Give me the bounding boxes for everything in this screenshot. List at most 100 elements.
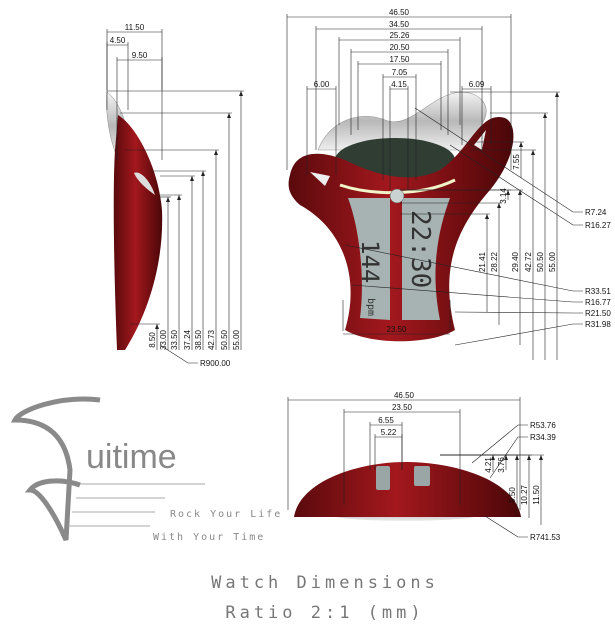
dimension-label: 33.50	[170, 329, 179, 350]
footer-subtitle: Ratio 2:1 (mm)	[225, 603, 424, 623]
front-vent-left	[310, 172, 330, 186]
dimension-label: 6.09	[469, 80, 485, 89]
dimension-label: 46.50	[394, 391, 415, 400]
dimension-label: R16.27	[585, 221, 611, 230]
dimension-label: 55.00	[232, 329, 241, 350]
dimension-label: 23.50	[392, 403, 413, 412]
front-watch-body	[288, 116, 514, 342]
dimension-label: 8.50	[148, 332, 157, 348]
arrowhead	[214, 150, 218, 155]
radius-leader-line	[489, 436, 528, 479]
arrowhead	[555, 92, 559, 97]
dimension-label: 20.50	[389, 43, 410, 52]
logo-brand-text: uitime	[86, 438, 177, 476]
bottom-screen-right	[414, 466, 430, 486]
logo-g-glyph	[10, 396, 101, 542]
dimension-label: 17.50	[389, 55, 410, 64]
dimension-label: 4.21	[484, 457, 493, 473]
arrowhead	[543, 113, 547, 118]
radius-leader-line	[159, 344, 198, 364]
dimension-label: R741.53	[530, 533, 561, 542]
dimension-label: 4.50	[110, 36, 126, 45]
dimension-label: R900.00	[200, 359, 231, 368]
side-view	[106, 91, 163, 350]
front-view: 22:30 144 bpm	[288, 91, 514, 342]
arrowhead	[519, 142, 523, 147]
arrowhead	[497, 203, 501, 208]
dimension-label: 9.50	[132, 51, 148, 60]
arrowhead	[190, 176, 194, 181]
dimension-label: 7.55	[512, 154, 521, 170]
arrowhead	[518, 190, 522, 195]
dimension-label: 29.40	[511, 251, 520, 272]
arrowhead	[227, 113, 231, 118]
dimension-label: 50.50	[536, 251, 545, 272]
arrowhead	[504, 455, 508, 460]
display-unit: bpm	[365, 298, 376, 316]
dimension-label: R7.24	[585, 208, 607, 217]
bottom-watch-body	[294, 462, 521, 517]
radius-leader-line	[484, 515, 528, 538]
radius-leader-line	[414, 107, 583, 213]
dimension-label: 3.14	[499, 188, 508, 204]
arrowhead	[239, 91, 243, 96]
dimension-label: 46.50	[389, 8, 410, 17]
logo-tagline-1: Rock Your Life	[170, 509, 282, 520]
dimension-label: 50.50	[220, 329, 229, 350]
dimension-label: R34.39	[530, 433, 556, 442]
display-pulse: 144	[356, 240, 384, 283]
dimension-label: 11.50	[532, 485, 541, 505]
bottom-view	[294, 462, 521, 521]
dimension-label: 33.00	[159, 329, 168, 350]
dimension-label: 21.41	[478, 251, 487, 272]
radius-leader-line	[471, 424, 528, 464]
dimension-label: R33.51	[585, 287, 611, 296]
dimension-label: 38.50	[194, 329, 203, 350]
side-watch-body	[113, 115, 163, 350]
arrowhead	[166, 197, 170, 202]
arrowhead	[177, 195, 181, 200]
radius-leader-line	[351, 284, 583, 303]
arrowhead	[155, 324, 159, 329]
front-vent-right	[474, 130, 486, 150]
arrowhead	[527, 455, 531, 460]
dimension-label: 4.15	[391, 80, 407, 89]
dimension-label: 23.50	[386, 325, 407, 334]
arrowhead	[485, 214, 489, 219]
arrowhead	[506, 190, 510, 195]
dimension-label: 6.00	[314, 80, 330, 89]
dimension-annotations: 11.50 4.50 9.50 46.50 34.50 25.26 20.50 17.50 7.…	[106, 8, 611, 542]
logo-tagline-2: With Your Time	[153, 532, 265, 543]
dimension-label: 6.55	[378, 416, 394, 425]
dimension-label: 5.22	[381, 428, 397, 437]
dimension-label: R16.77	[585, 298, 611, 307]
dimension-label: 42.73	[207, 329, 216, 350]
dimension-label: 28.22	[490, 251, 499, 272]
dimension-label: R21.50	[585, 309, 611, 318]
arrowhead	[531, 150, 535, 155]
front-screen-left	[348, 198, 390, 320]
dimension-label: 37.24	[183, 329, 192, 350]
arrowhead	[515, 455, 519, 460]
dimension-label: 34.50	[389, 20, 410, 29]
radius-leader-line	[454, 311, 583, 314]
dimension-label: 25.26	[389, 31, 410, 40]
radius-leader-line	[449, 144, 583, 226]
guitime-logo: uitime Rock Your Life With Your Time	[10, 396, 282, 543]
dimension-label: 55.00	[548, 251, 557, 272]
arrowhead	[201, 171, 205, 176]
arrowhead	[491, 455, 495, 460]
bottom-screen-left	[376, 466, 390, 490]
radius-leader-line	[454, 323, 583, 346]
dimension-label: 42.72	[524, 251, 533, 272]
front-chrome-back	[317, 91, 487, 151]
radius-leader-line	[344, 244, 583, 292]
dimension-label: R31.98	[585, 320, 611, 329]
side-vent-slot	[134, 172, 155, 195]
front-crown-button[interactable]	[389, 188, 405, 204]
dimension-label: 9.50	[508, 487, 517, 503]
footer-title: Watch Dimensions	[211, 573, 439, 593]
dimension-label: 10.27	[520, 484, 529, 505]
